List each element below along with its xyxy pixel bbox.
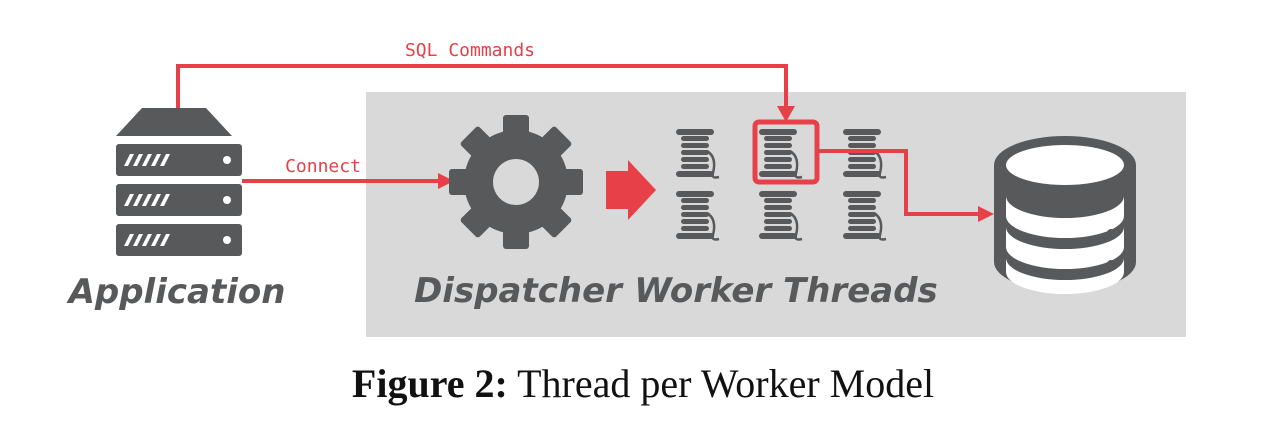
query-arrow [817, 149, 994, 222]
connect-arrow [242, 173, 454, 189]
worker-threads-label: Worker Threads [634, 271, 938, 311]
figure-title: Thread per Worker Model [517, 361, 935, 406]
figure-caption: Figure 2: Thread per Worker Model [0, 360, 1286, 407]
server-icon [116, 108, 242, 256]
gear-icon [449, 115, 583, 249]
application-label: Application [66, 272, 286, 312]
database-icon [994, 136, 1136, 294]
dispatch-arrow [606, 160, 656, 220]
connect-label: Connect [285, 156, 361, 177]
figure-number: Figure 2: [351, 361, 508, 406]
sql-commands-label: SQL Commands [405, 40, 535, 61]
sql-commands-arrow [176, 64, 795, 122]
dispatcher-label: Dispatcher [414, 271, 624, 311]
